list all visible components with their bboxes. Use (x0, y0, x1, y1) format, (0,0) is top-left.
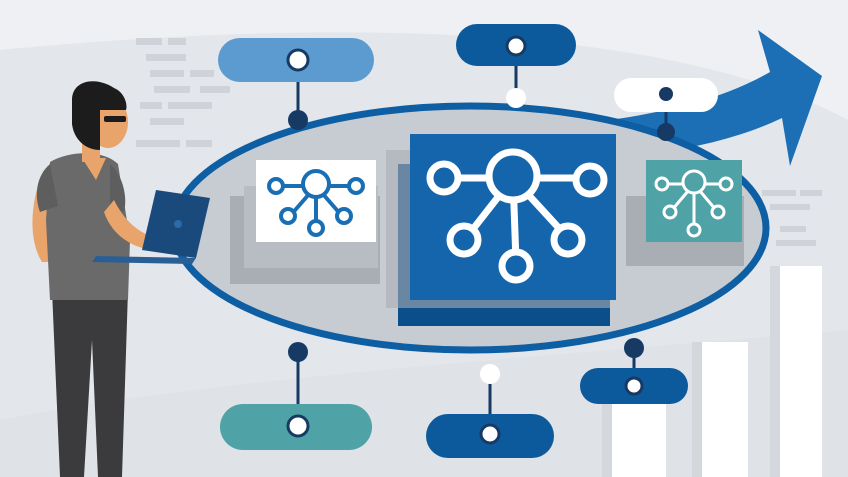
network-hub-icon-center (426, 148, 608, 284)
person-pants (52, 290, 128, 477)
bar-chart-columns (602, 266, 822, 477)
person-glasses (104, 116, 126, 122)
faded-code-lines (136, 38, 230, 147)
background-curve (0, 0, 848, 120)
person-hair (72, 81, 127, 150)
person-shirt (46, 153, 130, 300)
person-with-laptop (32, 81, 210, 477)
bar-column-1 (602, 398, 666, 477)
network-hub-icon-right (654, 169, 734, 238)
network-hub-icon-left (267, 169, 365, 237)
faded-code-lines-right (762, 190, 822, 246)
